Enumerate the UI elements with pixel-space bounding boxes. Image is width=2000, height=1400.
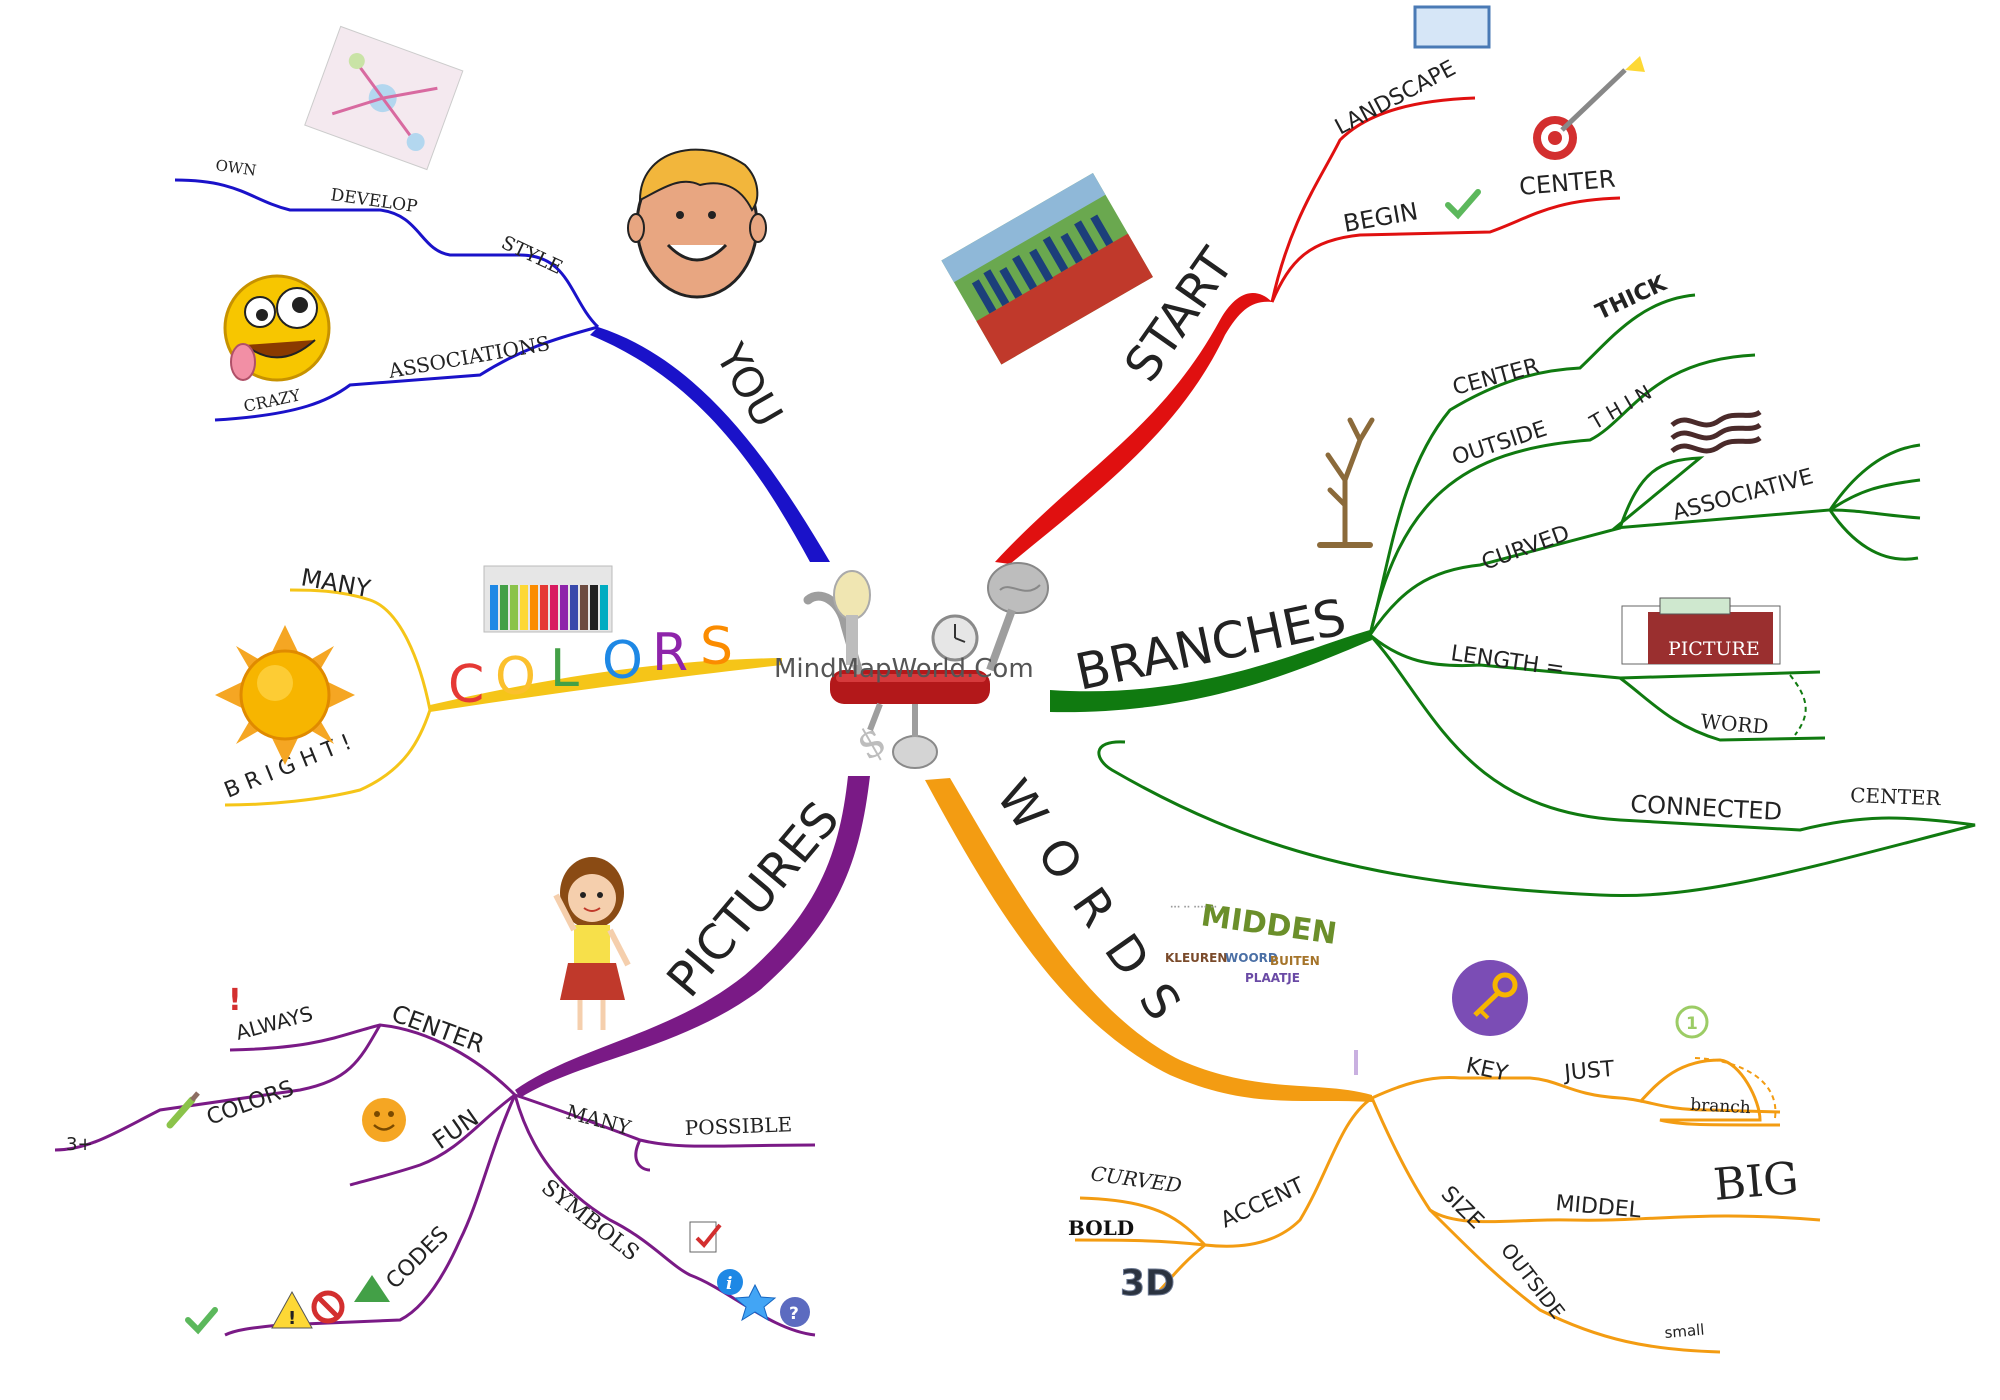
words-small-label: small [1664,1321,1705,1342]
colors-title-letter: C [448,655,484,715]
start-landscape-label: LANDSCAPE [1331,56,1460,140]
branches-length-label: LENGTH = [1449,641,1566,682]
help-icon: ? [780,1297,810,1327]
word-cloud-icon: MIDDEN KLEUREN WOORD BUITEN PLAATJE ··· … [1165,898,1339,985]
word-cloud-word: MIDDEN [1199,898,1339,952]
branches-main-branch [1050,630,1372,713]
sun-icon [215,625,355,765]
words-curved-label: CURVED [1089,1161,1183,1198]
colors-main-branch [430,658,782,712]
branches-thin-label: T H I N [1585,380,1656,435]
words-3d-label: 3D [1120,1263,1175,1304]
number-one-icon: 1 [1675,1005,1709,1039]
crazy-smiley-icon [223,274,331,382]
center-watermark: MindMapWorld.Com [774,654,1034,684]
pictures-colors-label: COLORS [204,1076,298,1131]
check-icon [1445,189,1481,220]
colors-title-letter: O [602,631,643,691]
exclamation-icon: ! [228,983,242,1018]
wavy-lines-icon [1670,409,1762,454]
you-develop-label: DEVELOP [329,185,418,217]
branches-sub-branches [1097,293,1976,897]
words-outside-label: OUTSIDE [1496,1238,1570,1323]
target-dart-icon [1533,56,1645,160]
pictures-sub-branches [54,1023,816,1337]
checklist-icon [689,1221,722,1253]
words-key-label: KEY [1464,1053,1511,1086]
branches-word-label: WORD [1700,709,1770,739]
branches-center-label: CENTER [1450,354,1542,401]
svg-text:?: ? [789,1304,799,1324]
branch-dashed-arc [1694,1057,1777,1119]
pictures-codes-label: CODES [382,1222,454,1294]
pictures-main-branch [515,776,870,1098]
bare-tree-icon [1317,417,1375,548]
mind-map-thumbnail [304,25,464,171]
svg-text:!: ! [288,1308,296,1329]
landscape-rectangle-icon [1413,5,1491,49]
start-main-branch [995,293,1272,564]
you-own-label: OWN [214,156,257,180]
key-icon [1452,960,1528,1036]
svg-text:··· ·· ···· ··: ··· ·· ···· ·· [1170,903,1217,913]
no-entry-icon [311,1290,345,1324]
green-triangle-icon [354,1275,390,1302]
you-main-branch [590,327,830,562]
info-icon: i [717,1269,743,1295]
runners-photo [941,173,1153,365]
colors-title-letter: L [550,639,579,699]
colors-title-letter: R [652,623,688,683]
branches-curved-label: CURVED [1479,521,1573,576]
picture-book-icon: PICTURE [1621,597,1781,665]
colored-pencils-icon [483,565,613,633]
pictures-symbols-label: SYMBOLS [536,1175,643,1266]
words-size-label: SIZE [1436,1182,1489,1235]
words-branch-label: branch [1690,1095,1752,1118]
words-big-label: BIG [1712,1153,1801,1211]
svg-text:1: 1 [1686,1014,1698,1034]
pictures-always-label: ALWAYS [233,1001,315,1045]
warning-icon: ! [271,1290,313,1329]
star-icon [733,1283,777,1322]
check-small-icon [185,1307,218,1335]
branches-picture-label: PICTURE [1668,638,1760,660]
you-sub-branches [174,178,600,422]
pictures-possible-label: POSSIBLE [684,1112,792,1140]
picture-word-connector [1789,674,1807,736]
words-bold-label: BOLD [1068,1216,1134,1240]
smiley-icon [362,1098,406,1142]
girl-icon [553,857,631,1030]
pictures-many-label: MANY [564,1100,634,1140]
word-cloud-word: PLAATJE [1245,971,1300,985]
colors-many-label: MANY [299,563,373,603]
start-begin-label: BEGIN [1341,197,1420,238]
colors-title-letter: O [495,647,536,707]
you-style-label: STYLE [498,232,566,279]
colors-title-letter: S [700,617,733,677]
colors-sub-branches [224,588,432,807]
word-cloud-word: KLEUREN [1165,951,1227,965]
word-cloud-word: WOORD [1225,951,1278,965]
colors-title: C O L O R S [448,617,733,715]
pictures-3plus-label: 3+ [66,1134,93,1155]
start-center-label: CENTER [1518,165,1616,201]
pictures-center-label: CENTER [388,999,488,1058]
paintbrush-icon [166,1091,200,1129]
boy-face-icon [627,148,767,299]
branches-outside-label: OUTSIDE [1449,417,1550,471]
branches-center2-label: CENTER [1850,783,1942,810]
pictures-fun-label: FUN [427,1104,483,1155]
words-sub-branches [1074,1058,1821,1354]
word-cloud-word: BUITEN [1270,954,1320,968]
words-just-label: JUST [1561,1057,1616,1086]
start-sub-branches [1270,96,1621,303]
svg-text:i: i [726,1274,732,1294]
branches-thick-label: THICK [1592,271,1671,326]
